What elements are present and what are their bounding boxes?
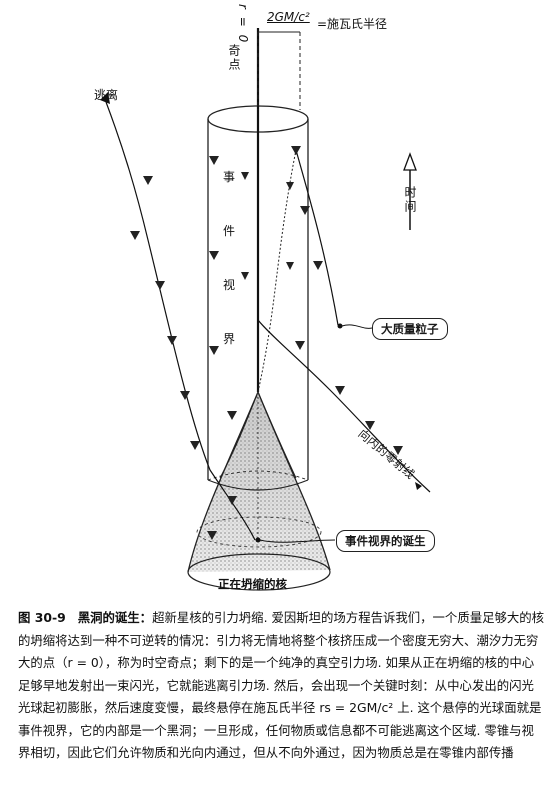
figure-caption: 图 30-9 黑洞的诞生：超新星核的引力坍缩. 爱因斯坦的场方程告诉我们，一个质量… — [18, 607, 546, 765]
caption-text: 超新星核的引力坍缩. 爱因斯坦的场方程告诉我们，一个质量足够大的核的坍缩将达到一… — [18, 610, 545, 760]
event-horizon-char-2: 件 — [223, 224, 236, 238]
time-arrow — [403, 152, 417, 230]
escape-label: 逃离 — [94, 88, 119, 102]
collapsing-core-cone — [187, 390, 331, 591]
light-cones — [130, 146, 403, 540]
singularity-label: 奇点 — [227, 44, 241, 72]
black-hole-diagram: r = 0 2GM/c² =施瓦氏半径 奇点 逃离 时间 事 件 视 界 大质量… — [94, 4, 448, 591]
event-horizon-char-4: 界 — [223, 332, 236, 346]
schwarzschild-label: =施瓦氏半径 — [317, 17, 388, 31]
caption-title: 黑洞的诞生： — [77, 610, 153, 625]
horizon-birth-marker — [255, 537, 336, 543]
event-horizon-char-1: 事 — [223, 170, 236, 184]
massive-particle-label: 大质量粒子 — [372, 318, 448, 340]
massive-particle-worldline — [257, 149, 373, 393]
ingoing-null-ray — [257, 319, 431, 493]
schwarzschild-formula: 2GM/c² — [267, 10, 310, 24]
collapsing-core-label: 正在坍缩的核 — [218, 577, 287, 591]
spacetime-diagram-svg — [100, 28, 431, 591]
time-label: 时间 — [403, 186, 417, 214]
r-zero-label: r = 0 — [236, 4, 250, 45]
horizon-birth-label: 事件视界的诞生 — [336, 530, 435, 552]
schwarzschild-bracket — [257, 31, 301, 110]
caption-number: 图 30-9 — [18, 610, 66, 625]
event-horizon-char-3: 视 — [223, 278, 236, 292]
